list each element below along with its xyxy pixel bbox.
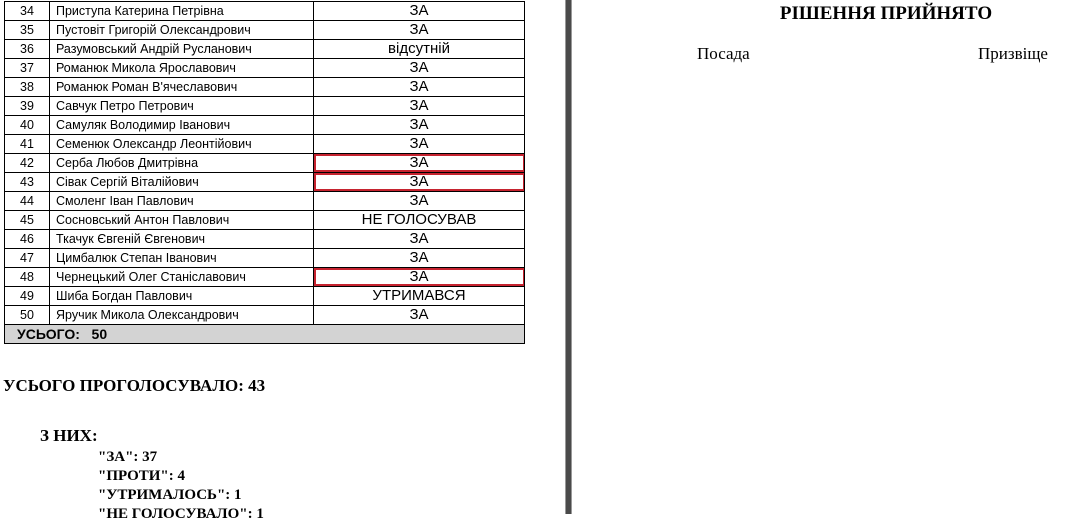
row-number: 39 <box>4 96 50 116</box>
decision-title: РІШЕННЯ ПРИЙНЯТО <box>779 3 993 24</box>
row-number: 46 <box>4 229 50 249</box>
row-number: 47 <box>4 248 50 268</box>
vote-result: ЗА <box>313 20 525 40</box>
total-voted-summary: УСЬОГО ПРОГОЛОСУВАЛО: 43 <box>3 376 266 395</box>
summary-abstained-count: "УТРИМАЛОСЬ": 1 <box>98 487 242 503</box>
vote-result: ЗА <box>313 115 525 135</box>
deputy-name: Шиба Богдан Павлович <box>49 286 314 306</box>
deputy-name: Сівак Сергій Віталійович <box>49 172 314 192</box>
vote-result: ЗА <box>313 153 525 173</box>
row-number: 36 <box>4 39 50 59</box>
deputy-name: Пустовіт Григорій Олександрович <box>49 20 314 40</box>
row-number: 50 <box>4 305 50 325</box>
deputy-name: Смоленг Іван Павлович <box>49 191 314 211</box>
column-label-position: Посада <box>697 44 750 63</box>
row-number: 42 <box>4 153 50 173</box>
deputy-name: Приступа Катерина Петрівна <box>49 1 314 21</box>
deputy-name: Серба Любов Дмитрівна <box>49 153 314 173</box>
vote-result: ЗА <box>313 77 525 97</box>
deputy-name: Яручик Микола Олександрович <box>49 305 314 325</box>
deputy-name: Чернецький Олег Станіславович <box>49 267 314 287</box>
vote-result: ЗА <box>313 267 525 287</box>
total-row: УСЬОГО: 50 <box>4 324 525 344</box>
row-number: 45 <box>4 210 50 230</box>
deputy-name: Савчук Петро Петрович <box>49 96 314 116</box>
page-divider <box>565 0 572 514</box>
of-them-heading: З НИХ: <box>40 426 98 445</box>
row-number: 35 <box>4 20 50 40</box>
vote-result: ЗА <box>313 305 525 325</box>
deputy-name: Романюк Роман В'ячеславович <box>49 77 314 97</box>
vote-result: УТРИМАВСЯ <box>313 286 525 306</box>
summary-not-voted-count: "НЕ ГОЛОСУВАЛО": 1 <box>98 506 264 522</box>
deputy-name: Цимбалюк Степан Іванович <box>49 248 314 268</box>
deputy-name: Романюк Микола Ярославович <box>49 58 314 78</box>
row-number: 41 <box>4 134 50 154</box>
row-number: 37 <box>4 58 50 78</box>
summary-against-count: "ПРОТИ": 4 <box>98 468 185 484</box>
deputy-name: Ткачук Євгеній Євгенович <box>49 229 314 249</box>
vote-result: ЗА <box>313 248 525 268</box>
row-number: 43 <box>4 172 50 192</box>
row-number: 34 <box>4 1 50 21</box>
row-number: 38 <box>4 77 50 97</box>
summary-for-count: "ЗА": 37 <box>98 449 158 465</box>
row-number: 49 <box>4 286 50 306</box>
vote-result: ЗА <box>313 172 525 192</box>
deputy-name: Разумовський Андрій Русланович <box>49 39 314 59</box>
vote-result: ЗА <box>313 58 525 78</box>
column-label-surname: Призвіще <box>978 44 1048 63</box>
vote-result: ЗА <box>313 191 525 211</box>
vote-result: ЗА <box>313 96 525 116</box>
vote-result: ЗА <box>313 1 525 21</box>
vote-result: відсутній <box>313 39 525 59</box>
row-number: 44 <box>4 191 50 211</box>
deputy-name: Самуляк Володимир Іванович <box>49 115 314 135</box>
row-number: 48 <box>4 267 50 287</box>
row-number: 40 <box>4 115 50 135</box>
vote-result: ЗА <box>313 229 525 249</box>
deputy-name: Сосновський Антон Павлович <box>49 210 314 230</box>
deputy-name: Семенюк Олександр Леонтійович <box>49 134 314 154</box>
vote-result: НЕ ГОЛОСУВАВ <box>313 210 525 230</box>
total-count: УСЬОГО: 50 <box>4 324 525 344</box>
vote-result: ЗА <box>313 134 525 154</box>
